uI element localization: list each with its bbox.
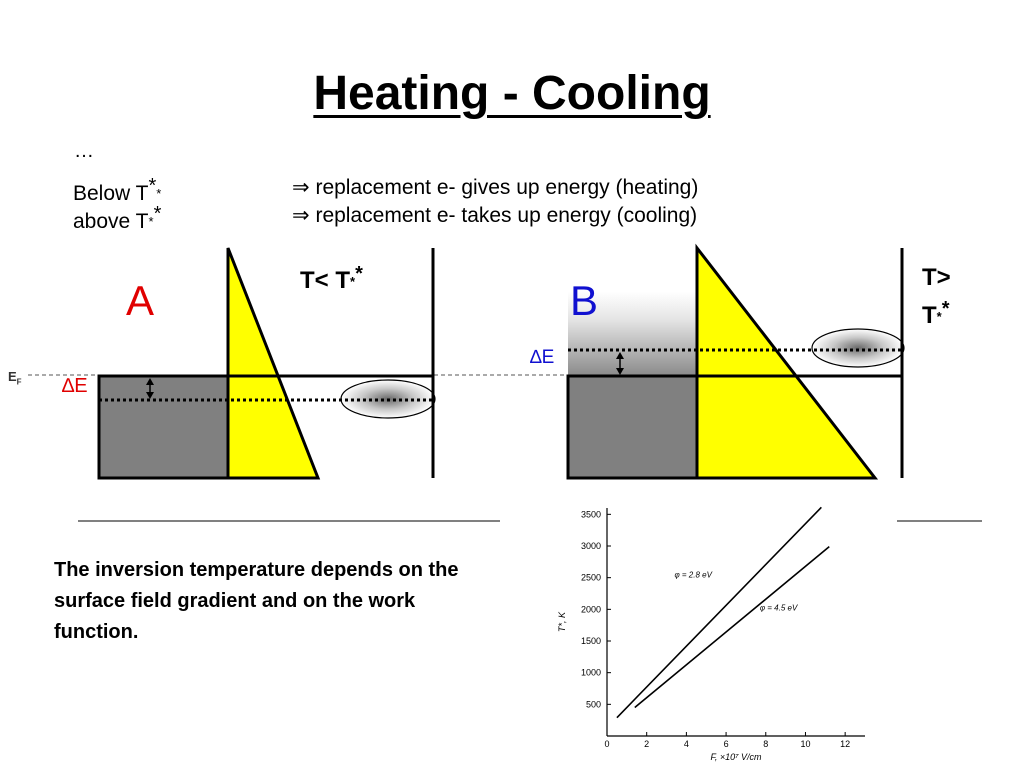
- chart-x-tick-label: 0: [604, 739, 609, 749]
- diagram-b-condition-line1: T>: [922, 264, 951, 291]
- chart-y-tick-label: 1000: [581, 668, 601, 678]
- chart-y-axis-label: T*, K: [557, 611, 567, 632]
- chart-y-tick-label: 3500: [581, 509, 601, 519]
- diagram-a-condition-star-small: *: [350, 274, 356, 289]
- page-title: Heating - Cooling: [313, 67, 711, 120]
- chart-x-axis-label: F, ×10⁷ V/cm: [710, 752, 762, 762]
- implies-arrow-icon: ⇒: [292, 176, 310, 199]
- diagram-b: [566, 243, 905, 480]
- diagram-b-hot-zone: [568, 292, 697, 376]
- chart-series-label: φ = 4.5 eV: [760, 604, 798, 613]
- diagram-a-label: A: [126, 277, 155, 324]
- diagram-a: [97, 247, 436, 480]
- diagram-b-emission-ellipse: [811, 328, 905, 368]
- implies-arrow-icon: ⇒: [292, 204, 310, 227]
- diagram-b-metal-block: [566, 374, 699, 480]
- heating-row-star-small: *: [156, 186, 162, 201]
- fermi-level-label-main: E: [8, 369, 17, 384]
- fermi-level-label-sub: F: [16, 377, 22, 387]
- caption: The inversion temperature depends on the…: [54, 559, 459, 643]
- chart-y-tick-label: 3000: [581, 541, 601, 551]
- chart-y-tick-label: 500: [586, 699, 601, 709]
- chart-y-tick-label: 1500: [581, 636, 601, 646]
- chart-x-tick-label: 12: [840, 739, 850, 749]
- inversion-temperature-chart: 0 2 4 6 8 10 12 500 1000 1500 2000 2500 3000 3500 φ = …: [557, 506, 865, 762]
- diagram-b-label: B: [570, 277, 599, 324]
- cooling-row-prefix: above T: [73, 210, 149, 233]
- cooling-row-body: ⇒ replacement e- takes up energy (coolin…: [292, 203, 697, 228]
- heating-row: Below T** ⇒ replacement e- gives up ener…: [73, 175, 698, 206]
- chart-x-tick-label: 2: [644, 739, 649, 749]
- fermi-level-label: EF: [8, 369, 22, 387]
- diagram-b-arrowhead-down: [616, 368, 624, 375]
- chart-y-tick-label: 2000: [581, 604, 601, 614]
- diagram-b-condition-star-big: *: [941, 298, 950, 320]
- cooling-row-text: replacement e- takes up energy (cooling): [315, 204, 698, 227]
- diagram-a-barrier: [226, 247, 321, 480]
- heating-row-star-big: *: [148, 175, 157, 197]
- diagram-b-arrowhead-up: [616, 352, 624, 359]
- chart-series-line: [616, 506, 822, 719]
- heating-row-body: ⇒ replacement e- gives up energy (heatin…: [292, 175, 698, 200]
- chart-x-tick-label: 4: [684, 739, 689, 749]
- chart-y-tick-label: 2500: [581, 573, 601, 583]
- diagram-b-condition-star-small: *: [936, 309, 942, 324]
- cooling-row-star-big: *: [153, 203, 162, 225]
- chart-x-tick-label: 8: [763, 739, 768, 749]
- diagram-a-arrowhead-up: [146, 378, 154, 385]
- cooling-row-star-small: *: [148, 214, 154, 229]
- diagram-b-condition-line2: T**: [922, 298, 950, 330]
- chart-x-tick-label: 6: [724, 739, 729, 749]
- diagram-b-condition-text: T: [922, 302, 937, 329]
- diagram-a-condition: T< T**: [300, 263, 363, 295]
- diagram-b-delta-e: ∆E: [530, 347, 555, 368]
- diagram-a-condition-star-big: *: [355, 263, 363, 285]
- cooling-row: above T** ⇒ replacement e- takes up ener…: [73, 203, 697, 234]
- heating-row-prefix: Below T: [73, 182, 149, 205]
- diagram-b-barrier: [695, 243, 879, 480]
- diagram-a-arrowhead-down: [146, 392, 154, 399]
- diagram-a-condition-text: T< T: [300, 267, 351, 294]
- ellipsis-text: …: [74, 140, 94, 162]
- heating-row-text: replacement e- gives up energy (heating): [315, 176, 699, 199]
- diagram-a-metal-block: [97, 374, 230, 480]
- chart-series-label: φ = 2.8 eV: [674, 571, 712, 580]
- diagram-a-delta-e: ∆E: [62, 375, 88, 397]
- chart-series-line: [634, 546, 830, 709]
- chart-x-tick-label: 10: [800, 739, 810, 749]
